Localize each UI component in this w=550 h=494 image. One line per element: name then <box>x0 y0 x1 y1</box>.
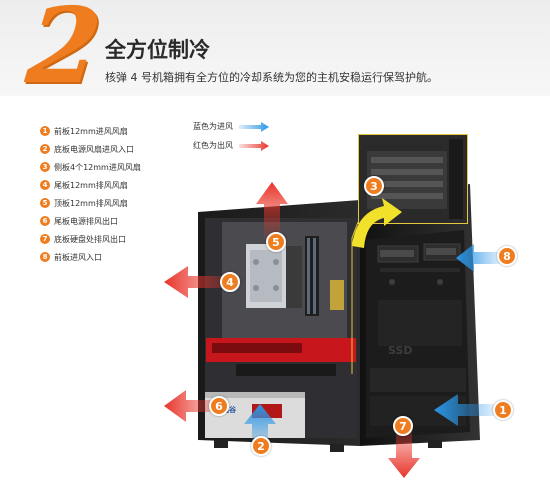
legend-number: 3 <box>40 162 50 172</box>
intake-arrow-front <box>434 394 494 426</box>
exhaust-arrow-psu <box>164 390 224 422</box>
legend-item: 5 顶板12mm排风风扇 <box>40 194 141 212</box>
legend-item: 8 前板进风入口 <box>40 248 141 266</box>
legend-item: 3 侧板4个12mm进风风扇 <box>40 158 141 176</box>
legend-item: 2 底板电源风扇进风入口 <box>40 140 141 158</box>
legend-number: 2 <box>40 144 50 154</box>
intake-key: 蓝色为进风 <box>193 121 269 132</box>
intake-arrow-front-upper <box>456 244 500 272</box>
intake-key-label: 蓝色为进风 <box>193 122 233 131</box>
intake-arrow-icon <box>239 121 269 132</box>
exhaust-arrow-rear <box>164 266 236 298</box>
legend-number: 5 <box>40 198 50 208</box>
marker-6: 6 <box>209 396 229 416</box>
legend-number: 6 <box>40 216 50 226</box>
legend-item: 4 尾板12mm排风风扇 <box>40 176 141 194</box>
legend-item: 6 尾板电源排风出口 <box>40 212 141 230</box>
page-subtitle: 核弹 4 号机箱拥有全方位的冷却系统为您的主机安稳运行保驾护航。 <box>105 71 438 84</box>
marker-7: 7 <box>393 416 413 436</box>
cpu-fan <box>286 246 302 308</box>
exhaust-key-label: 红色为出风 <box>193 141 233 150</box>
exhaust-arrow-icon <box>239 140 269 151</box>
legend-label: 侧板4个12mm进风风扇 <box>54 162 141 172</box>
marker-1: 1 <box>493 400 513 420</box>
legend-item: 1 前板12mm进风风扇 <box>40 122 141 140</box>
exhaust-arrow-top <box>256 182 288 240</box>
legend-number: 8 <box>40 252 50 262</box>
side-intake-arrow <box>352 198 402 248</box>
legend-label: 前板12mm进风风扇 <box>54 126 128 136</box>
legend-number: 7 <box>40 234 50 244</box>
marker-4: 4 <box>220 272 240 292</box>
legend-label: 尾板12mm排风风扇 <box>54 180 128 190</box>
marker-3: 3 <box>364 176 384 196</box>
intake-arrow-psu <box>244 404 276 446</box>
legend-label: 前板进风入口 <box>54 252 102 262</box>
legend-label: 底板硬盘处排风出口 <box>54 234 126 244</box>
exhaust-key: 红色为出风 <box>193 140 269 151</box>
marker-8: 8 <box>497 246 517 266</box>
legend-item: 7 底板硬盘处排风出口 <box>40 230 141 248</box>
legend-label: 顶板12mm排风风扇 <box>54 198 128 208</box>
legend-label: 尾板电源排风出口 <box>54 216 118 226</box>
header-band <box>0 0 550 96</box>
legend-number: 4 <box>40 180 50 190</box>
page-title: 全方位制冷 <box>105 38 210 62</box>
legend-number: 1 <box>40 126 50 136</box>
legend-label: 底板电源风扇进风入口 <box>54 144 134 154</box>
marker-5: 5 <box>266 232 286 252</box>
exhaust-arrow-bottom <box>388 424 420 478</box>
psu-brand: 鑫谷 <box>221 405 237 414</box>
marker-2: 2 <box>251 436 271 456</box>
drive-bay-ssd-label: SSD <box>388 344 412 357</box>
